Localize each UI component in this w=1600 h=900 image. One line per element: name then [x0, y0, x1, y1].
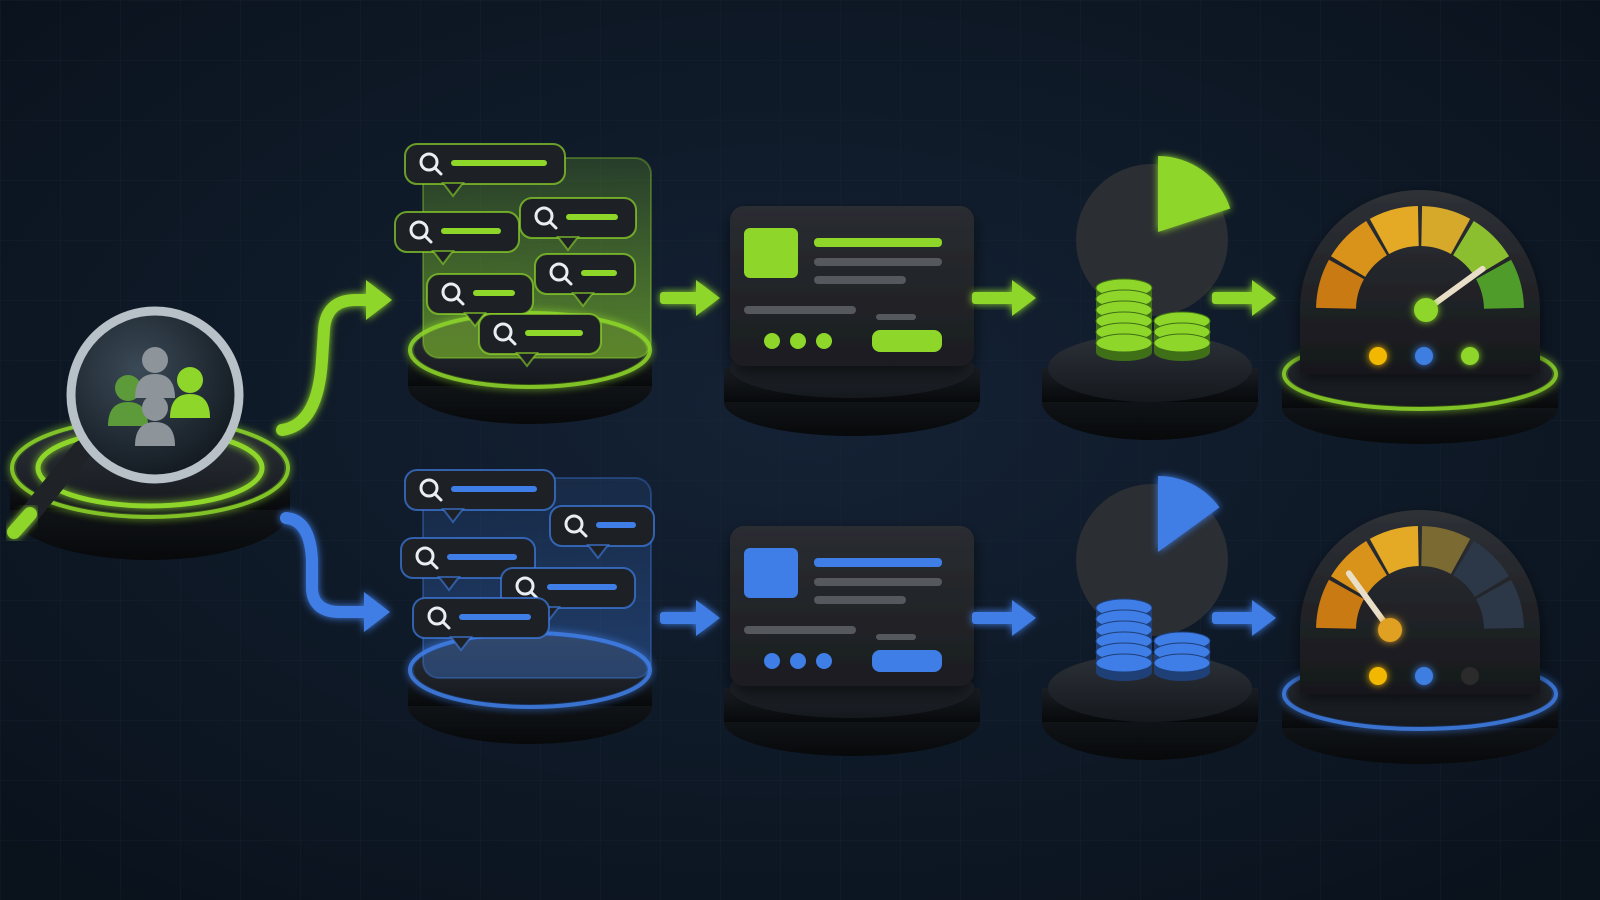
flow-row-blue — [400, 469, 1558, 764]
search-chat-bubble — [519, 197, 637, 252]
stage-search-chat-bubbles-icon — [400, 469, 655, 744]
connector-line — [276, 294, 374, 436]
gauge-band — [1421, 526, 1471, 574]
search-icon — [419, 478, 443, 502]
card-line — [744, 306, 856, 314]
stage-pie-chart-coins-icon — [1042, 476, 1258, 760]
gauge-band — [1316, 259, 1364, 309]
card-line — [814, 276, 906, 284]
stage-profile-card-icon — [724, 206, 980, 436]
card-button — [872, 650, 942, 672]
search-icon — [549, 262, 573, 286]
gauge-band — [1330, 220, 1387, 277]
search-chat-bubble — [404, 469, 556, 524]
start-node-magnifier-users-icon — [7, 306, 290, 560]
gauge-band — [1369, 526, 1419, 574]
search-chat-bubble — [394, 211, 520, 266]
card-line — [814, 558, 942, 567]
search-chat-bubble — [478, 313, 602, 368]
card-line — [876, 314, 916, 320]
pie-slice — [1158, 156, 1231, 232]
status-light — [1415, 667, 1433, 685]
person-icon — [170, 367, 210, 418]
stage-profile-card-icon — [724, 526, 980, 756]
stage-pie-chart-coins-icon — [1042, 156, 1258, 440]
flow-arrow — [1212, 600, 1276, 636]
card-line — [744, 626, 856, 634]
avatar — [744, 548, 798, 598]
search-icon — [427, 606, 451, 630]
search-icon — [534, 206, 558, 230]
search-icon — [493, 322, 517, 346]
pie-slice — [1158, 476, 1220, 552]
card-dot — [816, 653, 832, 669]
card-line — [814, 258, 942, 266]
coin-stack — [1095, 278, 1153, 361]
flow-row-green — [394, 143, 1558, 444]
gauge-band — [1453, 540, 1510, 597]
stage-speed-gauge-icon — [1282, 190, 1558, 444]
search-icon — [415, 546, 439, 570]
flow-arrow — [660, 600, 720, 636]
person-icon — [108, 375, 148, 426]
person-icon — [135, 395, 175, 446]
card-dot — [790, 653, 806, 669]
stage-search-chat-bubbles-icon — [394, 143, 652, 424]
status-light — [1369, 347, 1387, 365]
card-line — [814, 596, 906, 604]
gauge-band — [1453, 220, 1510, 277]
gauge-band — [1476, 579, 1524, 629]
arrowhead — [366, 280, 392, 320]
card-line — [814, 578, 942, 586]
search-icon — [409, 220, 433, 244]
branch-green — [276, 280, 392, 436]
gauge-band — [1369, 206, 1419, 254]
search-chat-bubble — [404, 143, 566, 198]
gauge-hub — [1414, 298, 1438, 322]
gauge-band — [1476, 259, 1524, 309]
branch-blue — [280, 512, 390, 632]
search-chat-bubble — [426, 273, 534, 328]
status-light — [1461, 667, 1479, 685]
card-button — [872, 330, 942, 352]
search-chat-bubble — [412, 597, 550, 652]
person-icon — [135, 347, 175, 398]
arrowhead — [364, 592, 390, 632]
search-chat-bubble — [534, 253, 636, 308]
gauge-band — [1316, 579, 1364, 629]
gauge-band — [1330, 540, 1387, 597]
search-icon — [564, 514, 588, 538]
card-line — [814, 238, 942, 247]
card-dot — [790, 333, 806, 349]
card-dot — [816, 333, 832, 349]
flow-arrow — [972, 600, 1036, 636]
search-chat-bubble — [400, 537, 536, 592]
card-line — [876, 634, 916, 640]
flow-arrow — [972, 280, 1036, 316]
search-chat-bubble — [549, 505, 655, 560]
connector-line — [280, 512, 372, 618]
search-icon — [419, 152, 443, 176]
status-light — [1369, 667, 1387, 685]
card-dot — [764, 653, 780, 669]
flow-arrow — [660, 280, 720, 316]
status-light — [1415, 347, 1433, 365]
coin-stack — [1153, 631, 1211, 681]
avatar — [744, 228, 798, 278]
gauge-hub — [1378, 618, 1402, 642]
flow-arrow — [1212, 280, 1276, 316]
gauge-band — [1421, 206, 1471, 254]
coin-stack — [1153, 311, 1211, 361]
card-dot — [764, 333, 780, 349]
coin-stack — [1095, 598, 1153, 681]
status-light — [1461, 347, 1479, 365]
stage-speed-gauge-icon — [1282, 510, 1558, 764]
search-icon — [441, 282, 465, 306]
